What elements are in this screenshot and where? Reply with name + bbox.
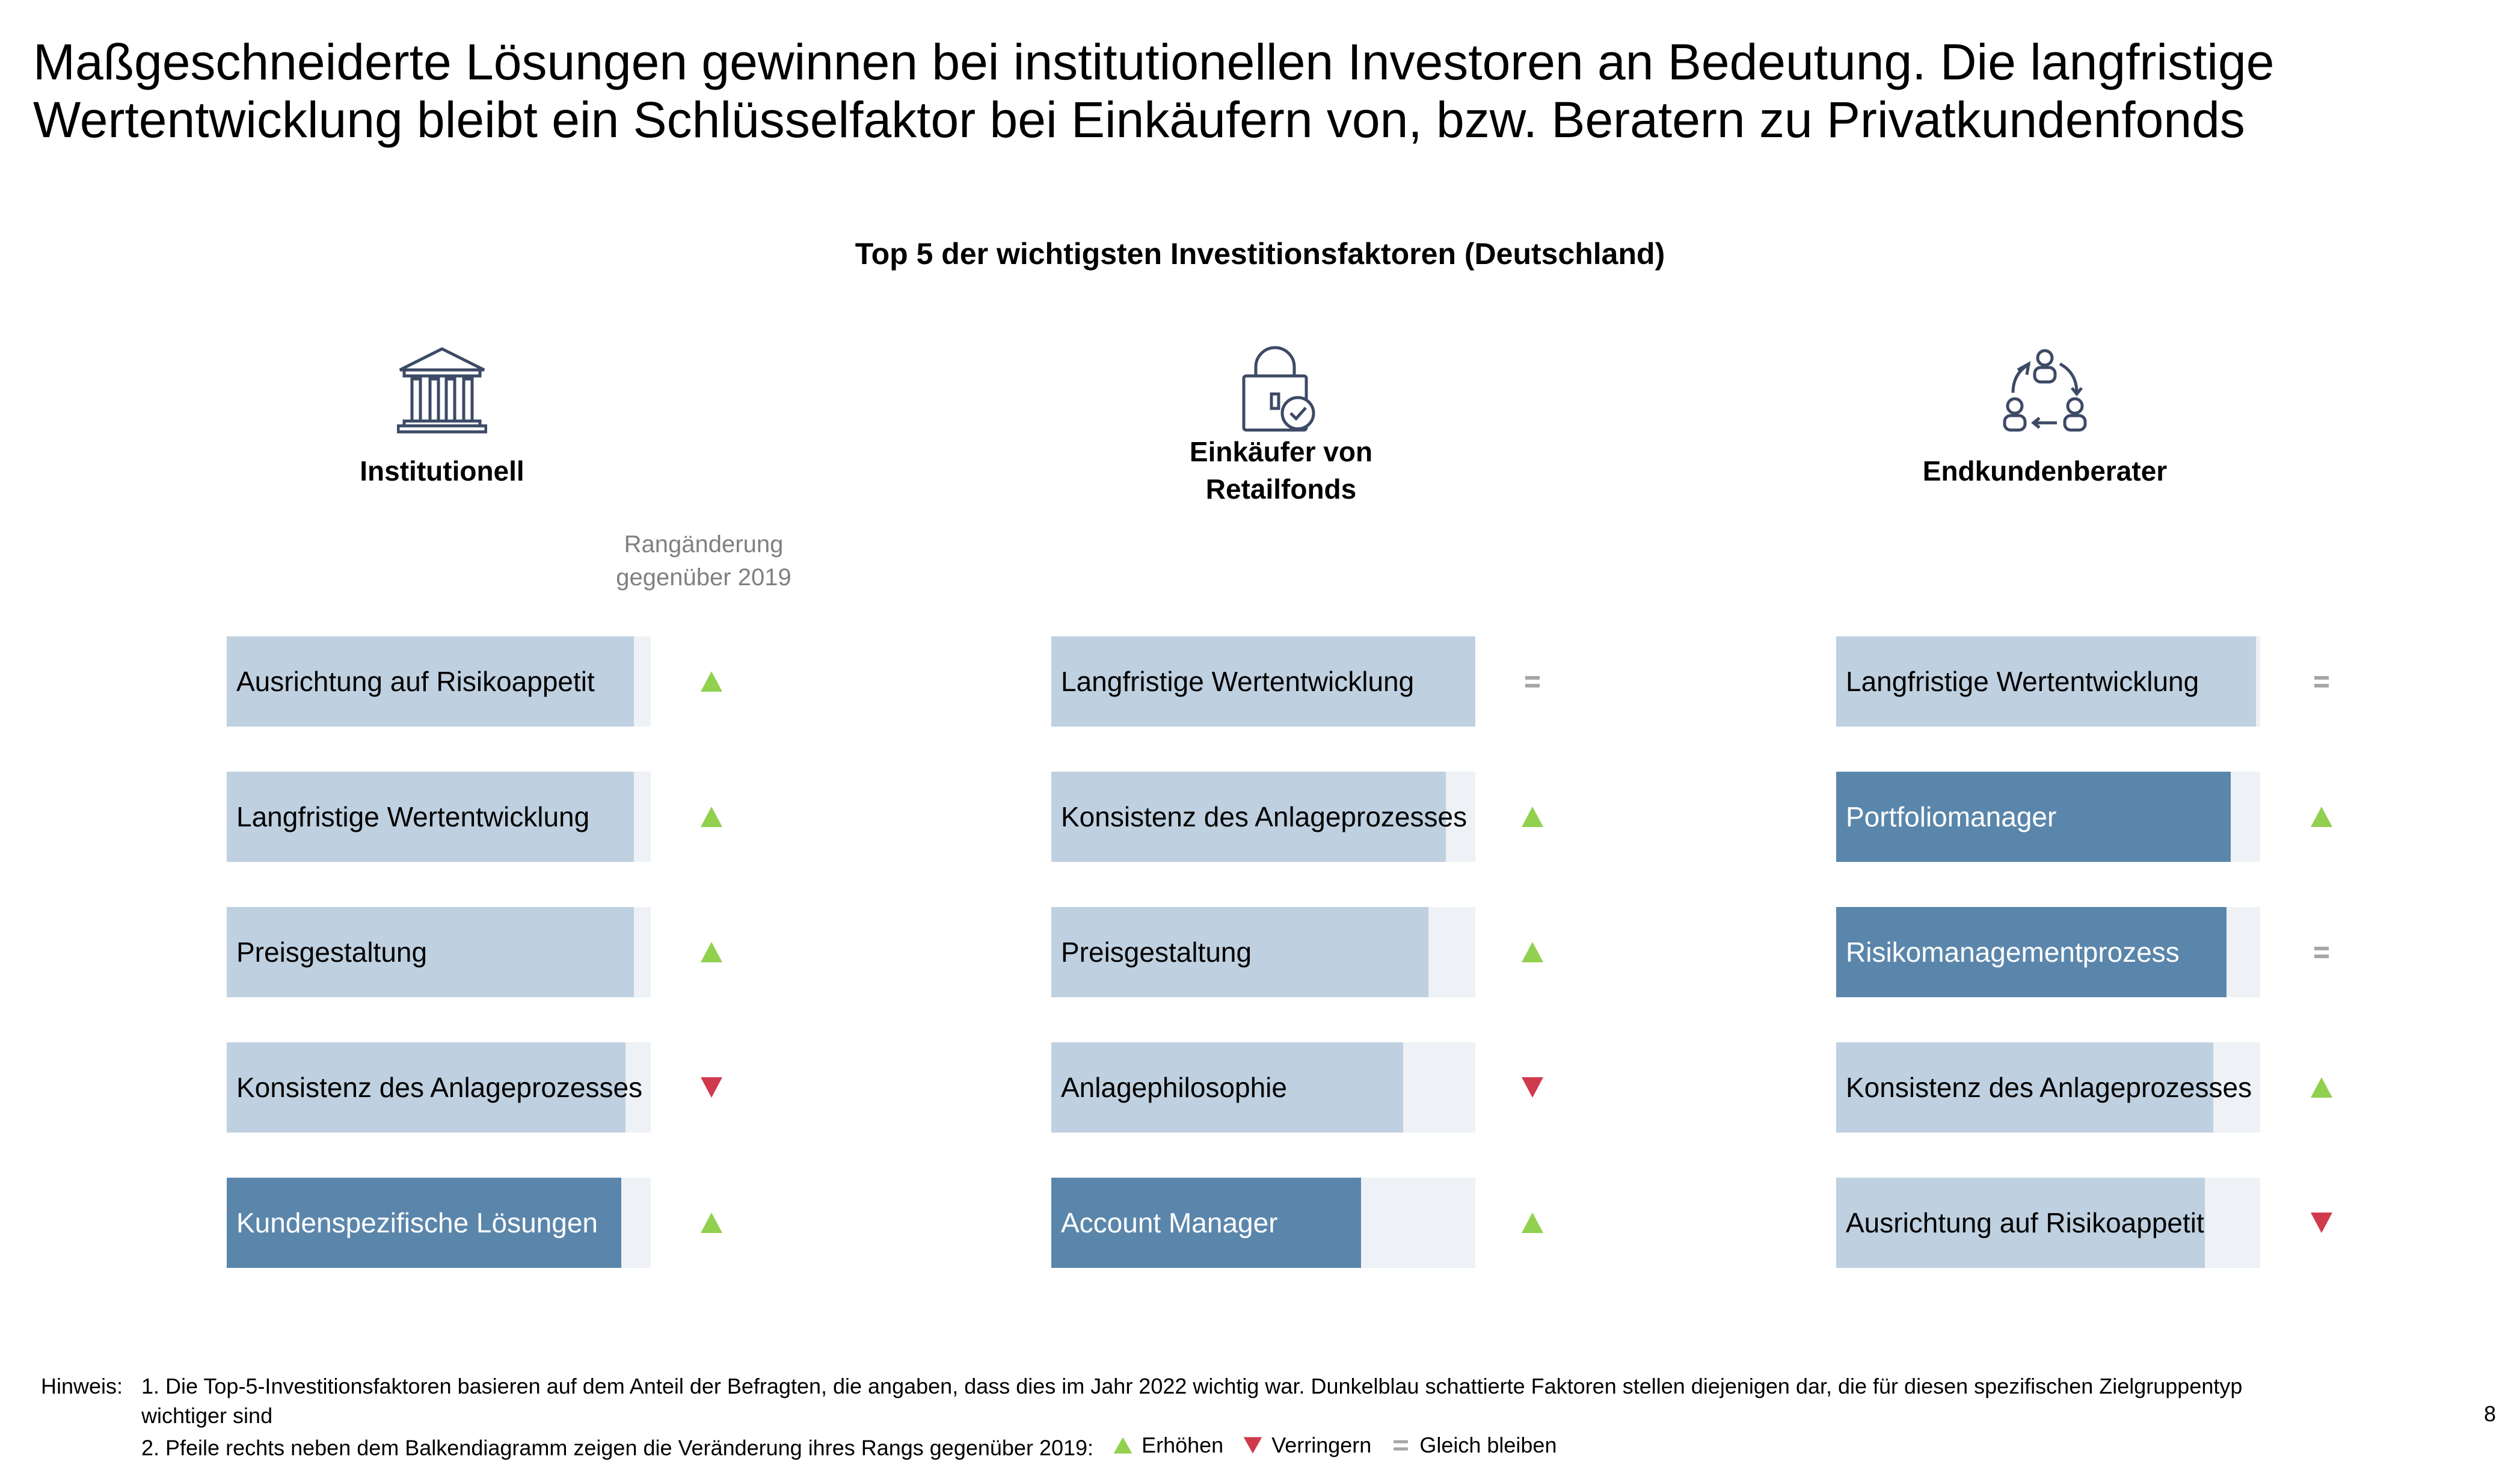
rank-up-icon [1520,805,1544,829]
bar-track: Kundenspezifische Lösungen [227,1178,651,1268]
page-number: 8 [2483,1401,2496,1426]
lock-check-icon [1242,346,1315,432]
bar-label: Konsistenz des Anlageprozesses [1061,801,1467,832]
bar-track: Konsistenz des Anlageprozesses [1051,772,1475,862]
rank-equal-icon [2309,940,2334,964]
bar-track: Preisgestaltung [1051,907,1475,997]
legend-up-label: Erhöhen [1142,1433,1224,1457]
bar [1836,1178,2205,1268]
rank-down-icon [1520,1075,1544,1099]
bar-track: Ausrichtung auf Risikoappetit [1836,1178,2260,1268]
bar [227,636,634,727]
bar [1836,907,2227,997]
bar [1051,1042,1403,1133]
chart-title: Top 5 der wichtigsten Investitionsfaktor… [855,237,1665,271]
legend-equal-label: Gleich bleiben [1419,1433,1557,1457]
rank-up-icon [699,940,724,964]
triangle-down-icon [1243,1436,1262,1454]
bar-track: Konsistenz des Anlageprozesses [1836,1042,2260,1133]
bar [227,907,634,997]
equal-icon [1394,1440,1409,1450]
rank-change-note: Rangänderung gegenüber 2019 [616,531,791,591]
rank-equal-icon [1520,669,1544,693]
rank-up-icon [2309,1075,2334,1099]
rank-down-icon [2309,1211,2334,1235]
footnote-2: 2. Pfeile rechts neben dem Balkendiagram… [141,1430,2367,1463]
triangle-up-icon [1113,1436,1132,1454]
bar-label: Langfristige Wertentwicklung [1846,666,2199,697]
bar-track: Anlagephilosophie [1051,1042,1475,1133]
bar-label: Ausrichtung auf Risikoappetit [236,666,595,697]
bar [227,772,634,862]
bar-label: Kundenspezifische Lösungen [236,1207,598,1238]
footnote-label: Hinweis: [41,1374,123,1398]
bar-track: Account Manager [1051,1178,1475,1268]
bar [1836,1042,2213,1133]
bar-label: Ausrichtung auf Risikoappetit [1846,1207,2204,1238]
bar-track: Langfristige Wertentwicklung [1836,636,2260,727]
bar [1836,636,2256,727]
bar [227,1042,625,1133]
rank-down-icon [699,1075,724,1099]
legend-down-label: Verringern [1271,1433,1372,1457]
group-label-endkundenberater: Endkundenberater [1922,455,2168,487]
bar-track: Risikomanagementprozess [1836,907,2260,997]
rank-up-icon [1520,1211,1544,1235]
bar-track: Ausrichtung auf Risikoappetit [227,636,651,727]
legend-equal: Gleich bleiben [1391,1430,1557,1460]
bar-label: Langfristige Wertentwicklung [1061,666,1415,697]
bar-label: Preisgestaltung [236,936,428,968]
bar-label: Preisgestaltung [1061,936,1252,968]
footnote-2-text: 2. Pfeile rechts neben dem Balkendiagram… [141,1435,1094,1460]
footnote-1-line-2: wichtiger sind [141,1403,273,1428]
bar-track: Langfristige Wertentwicklung [1051,636,1475,727]
rank-equal-icon [2309,669,2334,693]
bar-track: Langfristige Wertentwicklung [227,772,651,862]
rank-up-icon [699,805,724,829]
bar-label: Konsistenz des Anlageprozesses [236,1072,643,1103]
rank-up-icon [699,1211,724,1235]
bar [1051,907,1428,997]
bar-label: Anlagephilosophie [1061,1072,1287,1103]
footnote-1-line-1: 1. Die Top-5-Investitionsfaktoren basier… [141,1374,2243,1398]
bar-track: Preisgestaltung [227,907,651,997]
bar-track: Konsistenz des Anlageprozesses [227,1042,651,1133]
bar [1836,772,2231,862]
bar-label: Langfristige Wertentwicklung [236,801,590,832]
rank-up-icon [1520,940,1544,964]
bar-label: Risikomanagementprozess [1846,936,2180,968]
page-title: Maßgeschneiderte Lösungen gewinnen bei i… [33,33,2379,149]
legend-up: Erhöhen [1113,1430,1223,1460]
rank-up-icon [699,669,724,693]
bar [1051,772,1446,862]
bank-building-icon [397,347,487,434]
bar-label: Portfoliomanager [1846,801,2057,832]
bar-label: Konsistenz des Anlageprozesses [1846,1072,2252,1103]
bar [1051,1178,1361,1268]
rank-up-icon [2309,805,2334,829]
page-title-line-2: Wertentwicklung bleibt ein Schlüsselfakt… [33,91,2245,148]
bar-label: Account Manager [1061,1207,1278,1238]
legend-down: Verringern [1243,1430,1371,1460]
people-cycle-icon [2003,349,2087,432]
group-label-institutionell: Institutionell [360,455,524,487]
page-title-line-1: Maßgeschneiderte Lösungen gewinnen bei i… [33,34,2275,90]
bar [227,1178,621,1268]
bar [1051,636,1475,727]
bar-track: Portfoliomanager [1836,772,2260,862]
group-label-einkaeufer: Einkäufer von Retailfonds [1189,436,1373,505]
